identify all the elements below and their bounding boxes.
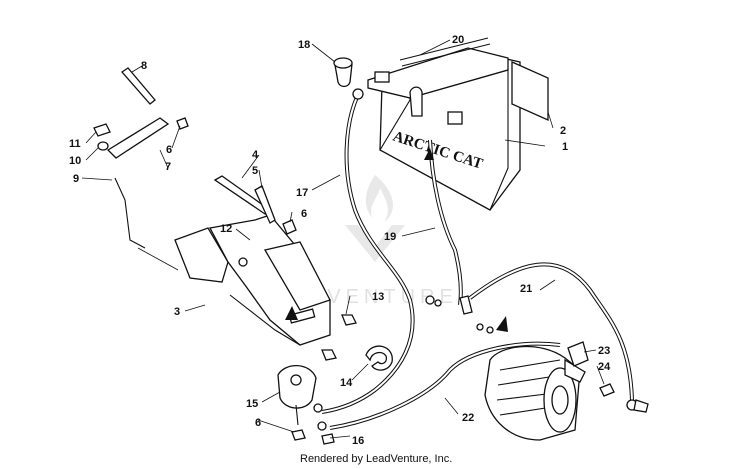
callout-9: 9 (73, 173, 79, 185)
cable-22 (329, 341, 561, 430)
callout-8: 8 (141, 60, 147, 72)
callouts: 1 2 3 4 5 6 6 6 7 8 9 10 11 12 13 14 15 … (69, 34, 611, 447)
callout-5: 5 (252, 165, 258, 177)
screw-bottom (321, 349, 337, 361)
flag-icon (285, 306, 298, 320)
battery-terminal-neg (374, 71, 390, 83)
washer-c (476, 323, 484, 331)
solenoid (277, 364, 317, 426)
terminal-boot-cap (333, 57, 353, 69)
nut-6-b (282, 219, 297, 235)
washer-10 (97, 141, 109, 151)
callout-12: 12 (220, 223, 232, 235)
flag-icon (424, 148, 434, 160)
flag-icon (496, 316, 508, 332)
mounting-bracket (174, 214, 331, 346)
callout-24: 24 (598, 361, 611, 373)
footer-text: Rendered by LeadVenture, Inc. (300, 453, 452, 465)
callout-17: 17 (296, 187, 308, 199)
screw-13 (341, 314, 357, 326)
callout-6-b: 6 (301, 208, 307, 220)
cable-17 (321, 88, 415, 414)
callout-1: 1 (562, 141, 568, 153)
callout-11: 11 (69, 138, 81, 150)
callout-4: 4 (252, 149, 259, 161)
leader-lines (81, 39, 605, 439)
nut-6-c (291, 429, 306, 441)
callout-15: 15 (246, 398, 258, 410)
watermark-v-icon (345, 225, 405, 262)
washer-b (434, 299, 442, 307)
cable-19 (409, 86, 463, 306)
bolt-8 (121, 67, 156, 105)
battery-sticker (511, 60, 549, 122)
battery-terminal-pos (447, 111, 463, 125)
callout-3: 3 (174, 306, 180, 318)
callout-16: 16 (352, 435, 364, 447)
callout-2: 2 (560, 125, 566, 137)
ring-terminal (352, 88, 364, 100)
cable-21 (459, 262, 649, 413)
callout-23: 23 (598, 345, 610, 357)
starter-boot (567, 341, 589, 367)
washer-a (425, 295, 435, 305)
callout-13: 13 (372, 291, 384, 303)
watermark-flame-icon (365, 175, 393, 222)
plate-7 (106, 117, 170, 159)
callout-10: 10 (69, 155, 81, 167)
callout-14: 14 (340, 377, 353, 389)
nut-16 (321, 433, 335, 445)
callout-7: 7 (165, 161, 171, 173)
clamp-14 (365, 345, 393, 371)
wingnut-11 (93, 123, 111, 137)
callout-6-c: 6 (255, 417, 261, 429)
starter-motor (484, 345, 586, 441)
callout-18: 18 (298, 39, 310, 51)
nut-6 (176, 117, 189, 130)
callout-19: 19 (384, 231, 396, 243)
nut-24 (599, 383, 615, 397)
callout-6-a: 6 (166, 144, 172, 156)
callout-22: 22 (462, 412, 474, 424)
callout-21: 21 (520, 283, 532, 295)
screw-5 (254, 185, 276, 224)
rod-9 (114, 177, 146, 249)
callout-20: 20 (452, 34, 464, 46)
washer-d (486, 326, 494, 334)
battery: ARCTIC CAT (367, 37, 521, 211)
